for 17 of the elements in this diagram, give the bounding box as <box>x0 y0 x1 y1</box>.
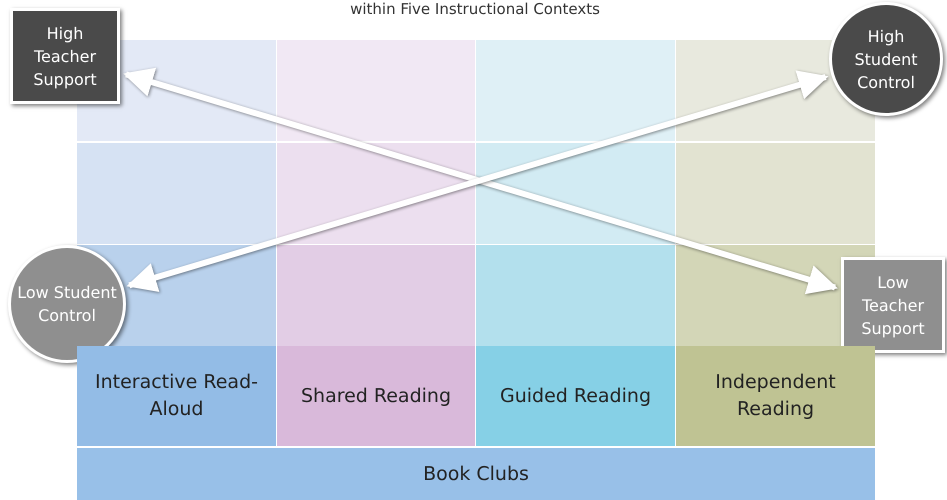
node-label: Guided Reading <box>498 384 652 408</box>
node-label: High Teacher Support <box>32 22 98 90</box>
node-label: Low Teacher Support <box>860 272 926 340</box>
context-band <box>77 448 875 500</box>
node-label: Book Clubs <box>422 462 530 486</box>
context-box <box>476 346 675 446</box>
node-label: Shared Reading <box>300 384 452 408</box>
node-label: Interactive Read-Aloud <box>94 370 259 422</box>
context-box <box>277 346 475 446</box>
context-box <box>676 346 875 446</box>
node-label: Low Student Control <box>16 282 118 327</box>
context-box <box>77 346 276 446</box>
label-box <box>841 257 945 353</box>
label-box <box>10 8 120 104</box>
title: within Five Instructional Contexts <box>349 0 601 18</box>
node-label: High Student Control <box>854 26 918 94</box>
node-label: Independent Reading <box>714 370 837 422</box>
